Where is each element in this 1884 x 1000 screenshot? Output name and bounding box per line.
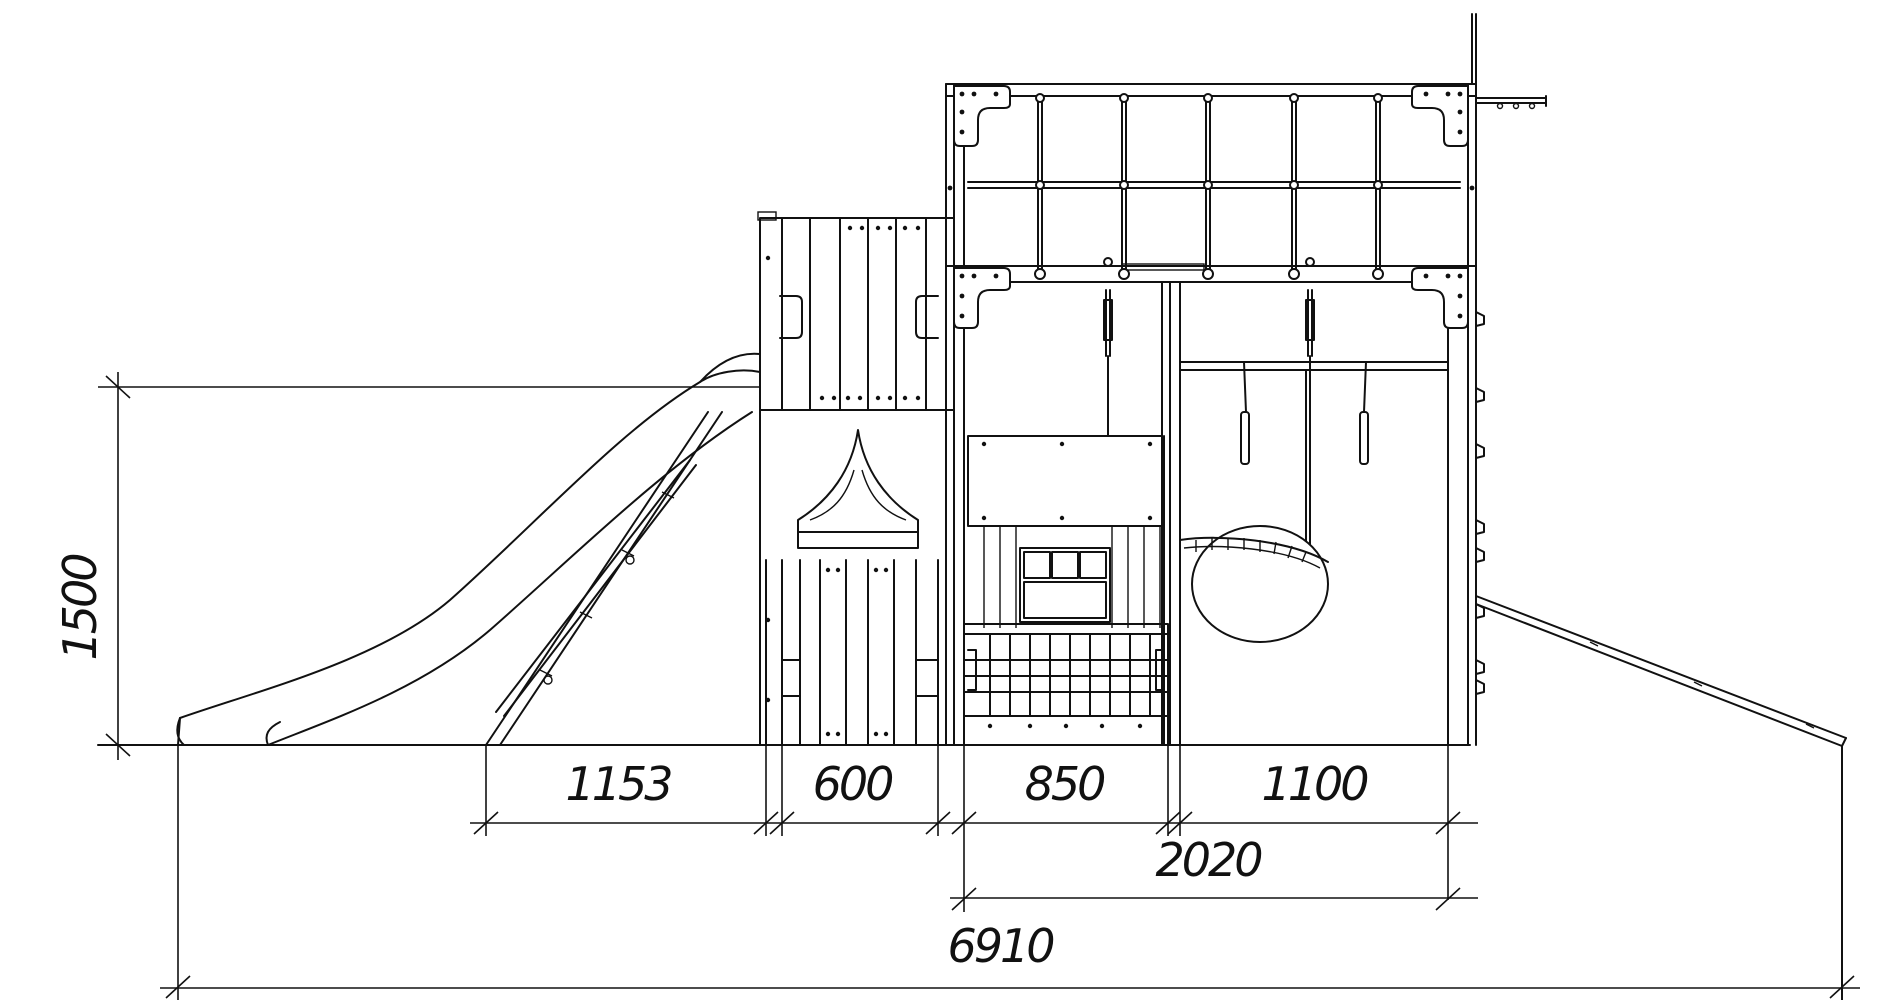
rope-net	[1034, 93, 1384, 280]
left-tower-upper-panel	[757, 211, 955, 411]
swing-section	[1179, 355, 1449, 643]
top-hook-bar	[1471, 13, 1547, 110]
dimension-tower-label: 600	[813, 757, 893, 811]
dimension-slide-label: 1153	[565, 757, 671, 811]
climbing-section	[963, 281, 1181, 746]
dimension-climber-label: 850	[1025, 757, 1105, 811]
right-ramp	[1475, 595, 1847, 1000]
dimension-total: 6910	[160, 745, 1860, 1000]
swing-hangers	[1103, 289, 1315, 437]
dimension-total-label: 6910	[947, 919, 1053, 973]
ladder	[485, 411, 723, 746]
dimension-height: 1500	[53, 372, 760, 760]
slide	[176, 352, 761, 746]
dimension-height-label: 1500	[53, 555, 107, 661]
dimension-frame-label: 2020	[1155, 833, 1261, 887]
climbing-holds	[1475, 311, 1485, 695]
left-tower-lower-panel	[759, 409, 955, 746]
dimension-frame: 2020	[950, 833, 1478, 912]
dimension-chain-upper: 1153 600 850 1100	[470, 745, 1478, 900]
dimension-swing-label: 1100	[1261, 757, 1367, 811]
